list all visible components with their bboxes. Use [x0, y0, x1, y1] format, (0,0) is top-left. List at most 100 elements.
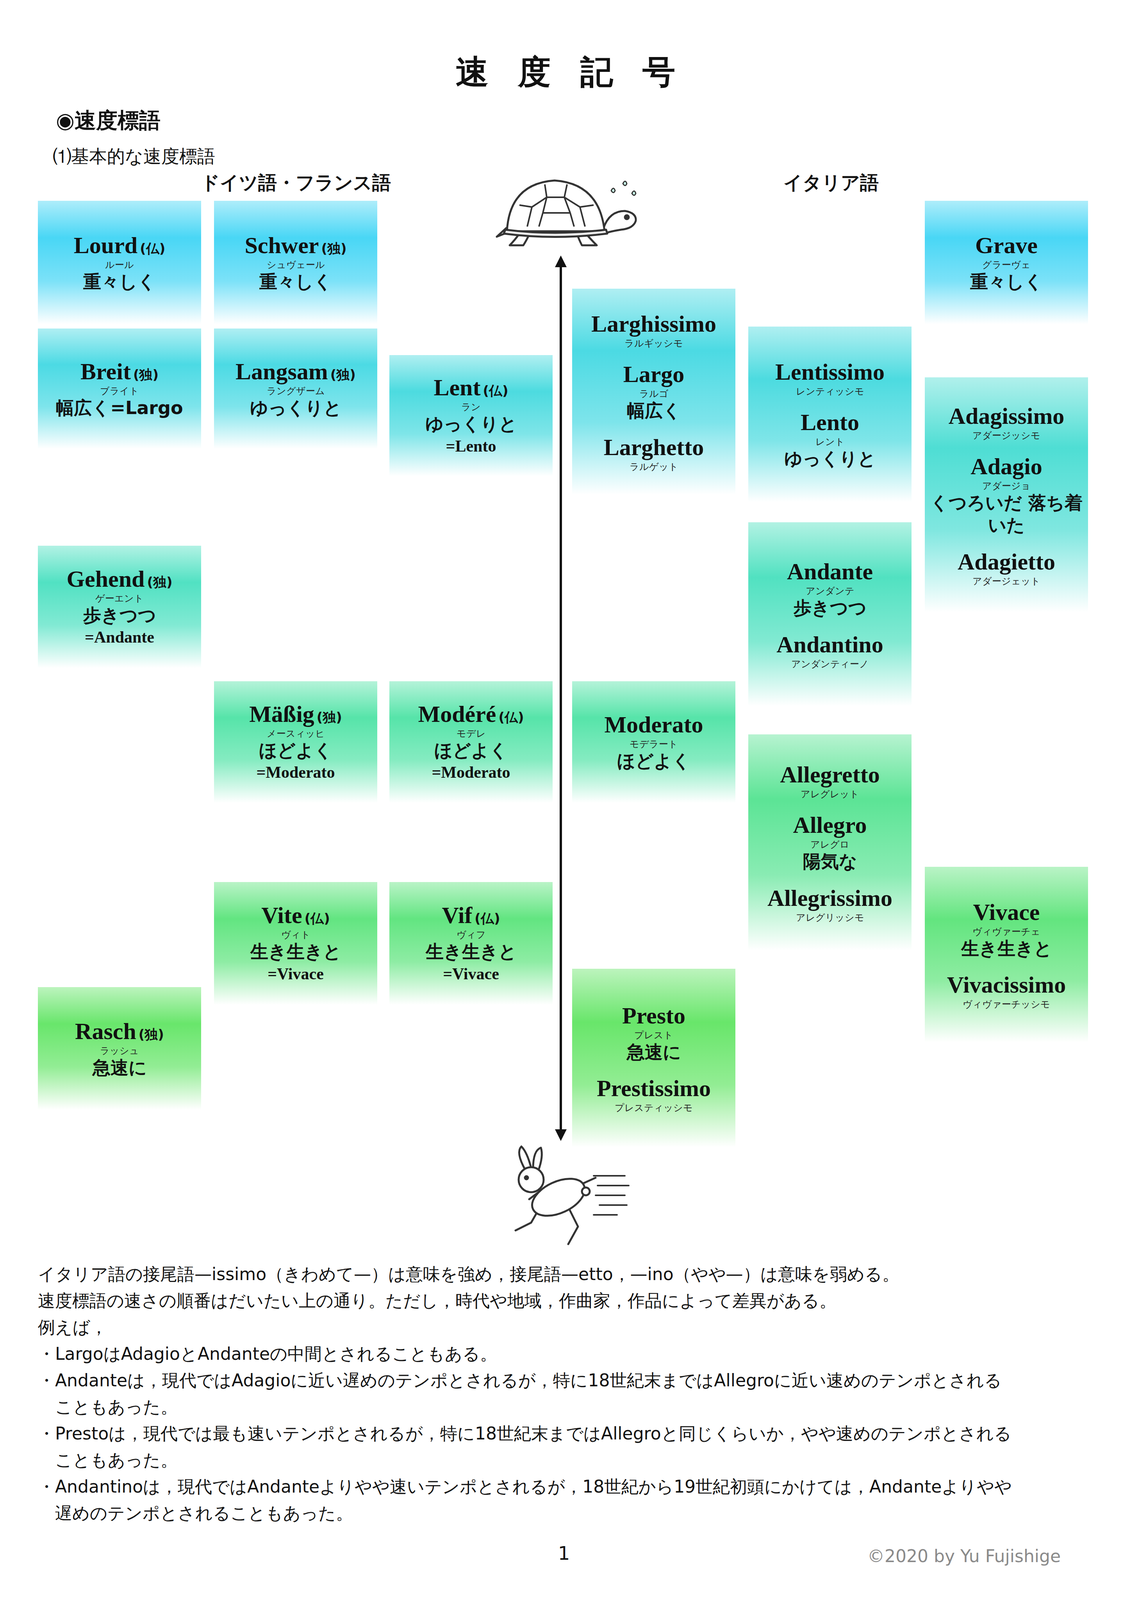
box-content: Gehend(独)ゲーエント歩きつつ=Andante: [41, 565, 198, 648]
note-text: 例えば，: [37, 1313, 1015, 1341]
reading: ブライト: [99, 385, 140, 397]
text-line: Andante: [752, 558, 908, 586]
reading: ラングザーム: [266, 385, 325, 397]
meaning: 幅広く: [626, 399, 682, 422]
reading: ゲーエント: [95, 592, 144, 604]
meaning: 陽気な: [802, 850, 858, 872]
reading: アダージッシモ: [972, 429, 1041, 441]
tempo-box: Vivaceヴィヴァーチェ生き生きとVivacissimoヴィヴァーチッシモ: [924, 866, 1089, 1042]
tempo-box: Andanteアンダンテ歩きつつAndantinoアンダンティーノ: [748, 522, 912, 706]
term-name: Lento: [800, 409, 860, 436]
tempo-box: Vif(仏)ヴィフ生き生きと=Vivace: [389, 881, 553, 1005]
language-mark: (独): [133, 366, 159, 383]
text-line: ラルギッシモ: [576, 337, 732, 350]
term-name: Larghetto: [603, 434, 705, 461]
section-heading: ◉速度標語: [55, 106, 161, 136]
term-name: Modéré: [418, 701, 497, 727]
reading: ラン: [461, 401, 481, 413]
reading: アレグレット: [800, 788, 860, 800]
term-name: Rasch: [74, 1018, 137, 1044]
text-line: Allegretto: [752, 761, 908, 789]
notes: イタリア語の接尾語—issimo（きわめて—）は意味を強め，接尾語—etto，—…: [37, 1260, 1015, 1527]
text-line: Allegro: [752, 811, 908, 839]
turtle-illustration: [519, 184, 594, 227]
term-name: Moderato: [604, 711, 703, 738]
meaning: 幅広く=Largo: [55, 397, 183, 419]
meaning: 重々しく: [83, 271, 156, 293]
text-line: ゲーエント: [41, 592, 198, 605]
text-line: 生き生きと: [928, 937, 1085, 960]
language-mark: (独): [316, 709, 343, 725]
equivalent: =Vivace: [267, 964, 324, 983]
text-line: =Andante: [41, 626, 198, 648]
tempo-arrow: [559, 257, 562, 1139]
term-name: Allegro: [793, 811, 867, 838]
reading: プレスト: [634, 1029, 674, 1041]
reading: ラルギッシモ: [624, 337, 684, 349]
text-line: =Lento: [393, 435, 549, 457]
text-line: Largo: [576, 360, 732, 388]
text-line: シュヴェール: [217, 258, 374, 271]
box-content: Vivaceヴィヴァーチェ生き生きとVivacissimoヴィヴァーチッシモ: [928, 898, 1085, 1011]
reading: ラッシュ: [99, 1045, 140, 1057]
reading: ヴィフ: [456, 929, 486, 941]
rabbit-illustration: [518, 1166, 544, 1192]
tempo-box: Mäßig(独)メースィッヒほどよく=Moderato: [214, 681, 378, 803]
reading: プレスティッシモ: [614, 1102, 693, 1114]
text-line: 生き生きと: [393, 940, 549, 964]
text-line: くつろいだ 落ち着いた: [928, 491, 1085, 537]
text-line: ラッシュ: [41, 1044, 198, 1057]
reading: ルール: [105, 259, 134, 271]
reading: ラルゴ: [639, 388, 669, 400]
text-line: Adagissimo: [928, 402, 1085, 430]
tempo-box: Lourd(仏)ルール重々しく: [37, 200, 202, 325]
meaning: 歩きつつ: [793, 597, 867, 619]
reading: アダージョ: [982, 480, 1031, 492]
turtle-illustration: [503, 229, 608, 238]
text-line: 重々しく: [217, 270, 374, 294]
term-name: Adagissimo: [948, 403, 1065, 429]
rabbit-illustration: [524, 1175, 529, 1180]
text-line: ルール: [41, 258, 198, 271]
text-line: Langsam(独): [217, 358, 374, 386]
text-line: アレグレット: [752, 788, 908, 800]
text-line: Grave: [928, 231, 1085, 259]
equivalent: =Andante: [84, 627, 155, 646]
reading: ヴィヴァーチェ: [972, 925, 1041, 937]
text-line: 重々しく: [41, 270, 198, 294]
text-line: Vivace: [928, 898, 1085, 926]
section-heading: ⑴基本的な速度標語: [53, 144, 216, 169]
term-name: Andantino: [776, 631, 884, 658]
text-line: レント: [752, 435, 908, 448]
text-line: ヴィフ: [393, 928, 549, 941]
text-line: 幅広く: [576, 399, 732, 423]
text-line: アレグリッシモ: [752, 911, 908, 924]
text-line: Larghetto: [576, 433, 732, 461]
rabbit-illustration: [593, 1175, 629, 1215]
text-line: モデレ: [393, 727, 549, 740]
turtle-illustration: [603, 210, 636, 234]
text-line: 歩きつつ: [41, 604, 198, 627]
text-line: アレグロ: [752, 838, 908, 851]
text-line: Larghissimo: [576, 310, 732, 338]
text-line: Moderato: [576, 711, 732, 739]
meaning: 重々しく: [970, 271, 1043, 293]
text-line: =Vivace: [393, 963, 549, 985]
box-content: LentissimoレンティッシモLentoレントゆっくりと: [752, 358, 908, 471]
term-name: Langsam: [235, 358, 329, 385]
rabbit-illustration: [515, 1146, 629, 1244]
text-line: ヴィヴァーチェ: [928, 925, 1085, 938]
term-name: Vivace: [972, 899, 1040, 925]
page-title: 速度記号: [0, 49, 1131, 95]
text-line: Vif(仏): [393, 901, 549, 929]
note-text: ・LargoはAdagioとAndanteの中間とされることもある。: [37, 1340, 1015, 1367]
tempo-box: Breit(独)ブライト幅広く=Largo: [37, 328, 202, 449]
text-line: プレスト: [576, 1029, 732, 1041]
box-content: Breit(独)ブライト幅広く=Largo: [41, 358, 198, 420]
text-line: ラルゴ: [576, 387, 732, 400]
meaning: ゆっくりと: [249, 397, 342, 419]
text-line: Adagietto: [928, 548, 1085, 576]
text-line: ほどよく: [576, 749, 732, 773]
turtle-illustration: [506, 180, 605, 232]
reading: ラルゲット: [629, 461, 679, 473]
